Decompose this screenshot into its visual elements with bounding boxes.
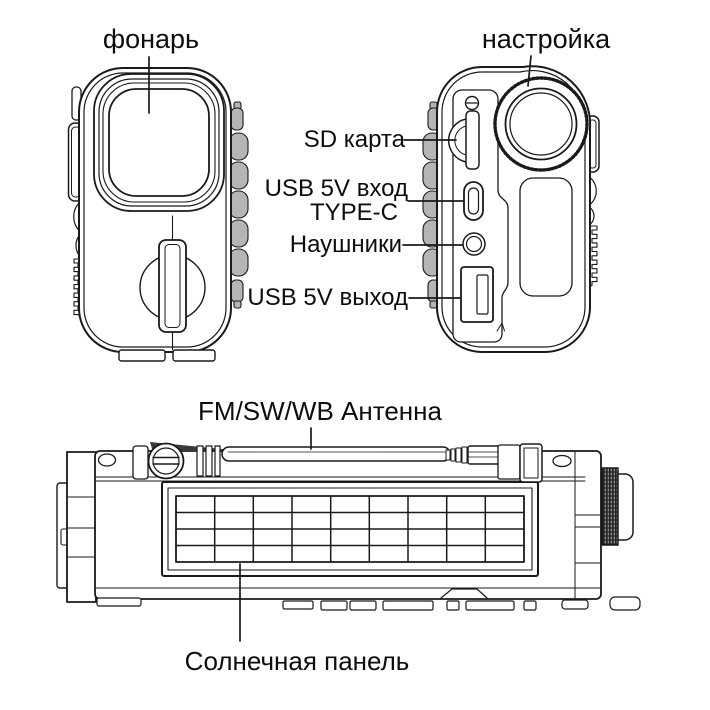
crank-handle bbox=[158, 239, 187, 333]
tuning-knob[interactable] bbox=[493, 76, 589, 172]
foot bbox=[172, 349, 216, 362]
label-flashlight: фонарь bbox=[102, 24, 200, 54]
lanyard-hole bbox=[97, 453, 117, 467]
lanyard-hole bbox=[552, 454, 572, 468]
top-view-device bbox=[56, 442, 641, 611]
front-notch bbox=[440, 588, 488, 599]
antenna-hinge bbox=[147, 442, 185, 480]
label-usb-out: USB 5V выход bbox=[247, 284, 408, 311]
side-buttons-shaded bbox=[228, 101, 249, 309]
solar-grid bbox=[175, 495, 525, 563]
front-view-device bbox=[67, 67, 249, 362]
leader-tuning bbox=[527, 55, 532, 87]
usb-c-port[interactable] bbox=[463, 181, 484, 221]
usb-a-port[interactable] bbox=[460, 266, 494, 323]
label-solar-panel: Солнечная панель bbox=[184, 646, 410, 676]
antenna[interactable] bbox=[132, 442, 543, 483]
leader-lines bbox=[148, 55, 532, 642]
antenna-clamp bbox=[519, 443, 543, 483]
foot bbox=[118, 349, 166, 362]
solar-panel bbox=[161, 481, 539, 577]
mold-mark bbox=[496, 322, 505, 332]
antenna-rod bbox=[221, 446, 451, 462]
label-usb-in-line1: USB 5V вход bbox=[264, 175, 408, 202]
headphone-jack[interactable] bbox=[462, 232, 486, 256]
label-sd-card: SD карта bbox=[303, 126, 405, 153]
front-buttons[interactable] bbox=[96, 596, 641, 611]
label-tuning: настройка bbox=[481, 24, 611, 54]
sd-card-slot[interactable] bbox=[447, 110, 480, 170]
label-headphones: Наушники bbox=[289, 231, 402, 258]
label-usb-in-line2: TYPE-C bbox=[309, 199, 398, 226]
label-antenna: FM/SW/WB Антенна bbox=[198, 396, 442, 426]
side-view-device bbox=[422, 65, 600, 353]
tuning-knob-side[interactable] bbox=[601, 467, 634, 546]
flashlight-lens bbox=[93, 73, 225, 212]
battery-door bbox=[519, 177, 573, 297]
screw bbox=[464, 95, 480, 111]
left-end-block bbox=[66, 451, 97, 603]
